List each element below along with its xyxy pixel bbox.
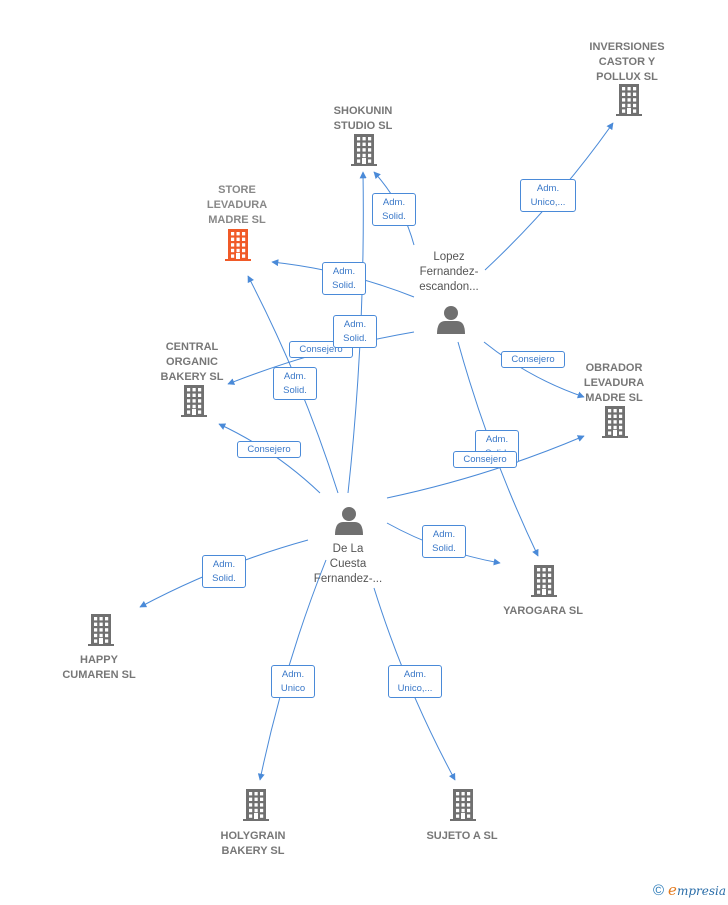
relation-badge-line: Solid. — [382, 211, 406, 222]
company-label-line: BAKERY SL — [160, 371, 224, 383]
company-label-line: LEVADURA — [583, 377, 645, 389]
company-yarogara-building-icon — [531, 565, 557, 597]
footer-brand[interactable]: ©empresia — [653, 881, 726, 899]
relation-badge-dlc-sujeto[interactable]: Adm. Unico,... — [388, 665, 442, 698]
company-obrador-building-icon — [602, 406, 628, 438]
edge-lopez-obrador — [483, 341, 585, 399]
company-label-happy[interactable]: HAPPY CUMAREN SL — [62, 653, 135, 683]
company-label-line: ORGANIC — [166, 356, 218, 368]
relation-badge-dlc-happy[interactable]: Adm. Solid. — [202, 555, 246, 588]
company-label-line: SUJETO A SL — [426, 830, 498, 842]
relation-badge-line: Adm. — [432, 529, 456, 540]
company-label-line: SHOKUNIN — [333, 105, 393, 117]
relation-badge-dlc-store[interactable]: Adm. Solid. — [273, 367, 317, 400]
relation-badge-dlc-central[interactable]: Consejero — [237, 441, 301, 458]
relation-badge-line: Adm. — [485, 434, 509, 445]
person-label-line: Fernandez- — [419, 266, 479, 278]
copyright-icon: © — [652, 882, 665, 899]
relation-badge-line: Solid. — [283, 385, 307, 396]
relation-badge-line: Adm. — [403, 669, 427, 680]
company-label-sujeto[interactable]: SUJETO A SL — [426, 829, 497, 844]
edge-lopez-central — [227, 331, 415, 385]
company-label-line: STORE — [218, 184, 256, 196]
icons-layer — [88, 84, 642, 821]
person-label-line: Cuesta — [329, 558, 367, 570]
relation-badge-line: Solid. — [212, 573, 236, 584]
brand-initial: e — [668, 881, 677, 899]
company-label-obrador[interactable]: OBRADOR LEVADURA MADRE SL — [584, 361, 644, 406]
relation-badge-line: Adm. — [212, 559, 236, 570]
relation-badge-lopez-store[interactable]: Adm. Solid. — [322, 262, 366, 295]
relation-badge-line: Adm. — [536, 183, 560, 194]
relation-badge-line: Consejero — [463, 454, 507, 465]
company-central-building-icon — [181, 385, 207, 417]
company-inversiones-building-icon — [616, 84, 642, 116]
relation-badge-line: Unico,... — [397, 683, 433, 694]
company-label-line: LEVADURA — [206, 199, 268, 211]
company-label-line: HOLYGRAIN — [220, 830, 286, 842]
relation-badge-dlc-shokunin[interactable]: Adm. Solid. — [333, 315, 377, 348]
person-delacuesta-icon — [335, 507, 363, 535]
relation-badge-lopez-shokunin[interactable]: Adm. Solid. — [372, 193, 416, 226]
relation-badge-dlc-obrador[interactable]: Consejero — [453, 451, 517, 468]
relation-badge-line: Adm. — [283, 371, 307, 382]
person-label-line: De La — [332, 543, 364, 555]
relation-badge-lopez-inversiones[interactable]: Adm. Unico,... — [520, 179, 576, 212]
brand-name: mpresia — [676, 884, 726, 898]
company-shokunin-building-icon — [351, 134, 377, 166]
company-sujeto-building-icon — [450, 789, 476, 821]
company-label-line: OBRADOR — [585, 362, 643, 374]
relation-badge-line: Consejero — [511, 354, 555, 365]
edge-dlc-central — [218, 423, 321, 494]
relation-badge-line: Unico,... — [530, 197, 566, 208]
company-label-holygrain[interactable]: HOLYGRAIN BAKERY SL — [221, 829, 286, 859]
company-label-line: POLLUX SL — [596, 71, 658, 83]
person-lopez-icon — [437, 306, 465, 334]
company-label-line: CUMAREN SL — [62, 669, 136, 681]
relation-badge-line: Adm. — [382, 197, 406, 208]
edge-dlc-obrador — [386, 435, 585, 499]
company-label-line: CASTOR Y — [598, 56, 656, 68]
company-label-line: MADRE SL — [585, 392, 643, 404]
relation-badge-line: Consejero — [247, 444, 291, 455]
company-label-yarogara[interactable]: YAROGARA SL — [503, 604, 583, 619]
company-label-line: INVERSIONES — [589, 41, 665, 53]
company-store-building-icon — [225, 229, 251, 261]
relation-badge-line: Solid. — [332, 280, 356, 291]
relation-badge-dlc-holygrain[interactable]: Adm. Unico — [271, 665, 315, 698]
person-label-line: Lopez — [433, 251, 465, 263]
relation-badge-line: Solid. — [432, 543, 456, 554]
company-label-line: MADRE SL — [208, 214, 266, 226]
company-label-shokunin[interactable]: SHOKUNIN STUDIO SL — [334, 104, 393, 134]
relation-badge-line: Adm. — [343, 319, 367, 330]
company-label-store[interactable]: STORE LEVADURA MADRE SL — [207, 183, 267, 228]
relation-badge-line: Adm. — [281, 669, 305, 680]
company-label-line: YAROGARA SL — [503, 605, 583, 617]
company-label-line: STUDIO SL — [333, 120, 393, 132]
relation-badge-dlc-yarogara[interactable]: Adm. Solid. — [422, 525, 466, 558]
company-label-inversiones[interactable]: INVERSIONES CASTOR Y POLLUX SL — [589, 40, 664, 85]
company-label-line: CENTRAL — [165, 341, 219, 353]
relation-badge-line: Adm. — [332, 266, 356, 277]
company-holygrain-building-icon — [243, 789, 269, 821]
relation-badge-line: Solid. — [343, 333, 367, 344]
relation-badge-line: Unico — [280, 683, 306, 694]
company-label-central[interactable]: CENTRAL ORGANIC BAKERY SL — [161, 340, 224, 385]
company-label-line: HAPPY — [80, 654, 118, 666]
company-happy-building-icon — [88, 614, 114, 646]
person-label-line: Fernandez-... — [313, 573, 383, 585]
relation-badge-lopez-obrador[interactable]: Consejero — [501, 351, 565, 368]
company-label-line: BAKERY SL — [221, 845, 285, 857]
relation-badge-line: Consejero — [299, 344, 343, 355]
person-label-line: escandon... — [419, 281, 479, 293]
